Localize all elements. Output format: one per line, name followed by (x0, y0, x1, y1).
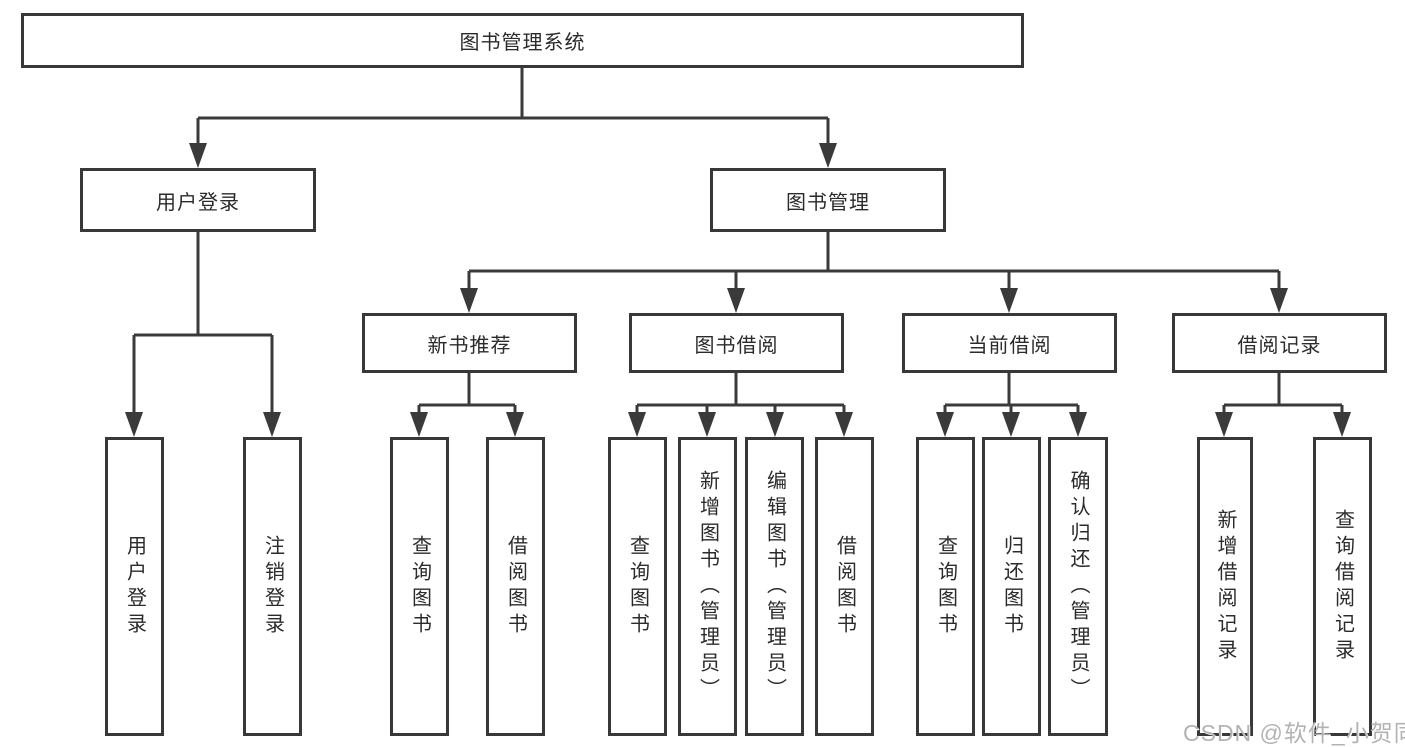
leaf-borrow-book-label: 借阅图书 (833, 534, 856, 639)
node-book-management: 图书管理 (710, 168, 946, 232)
node-root: 图书管理系统 (21, 13, 1024, 68)
node-root-label: 图书管理系统 (459, 32, 586, 54)
leaf-add-borrow-record-label: 新增借阅记录 (1214, 508, 1236, 665)
leaf-query-book-current-label: 查询图书 (934, 534, 957, 639)
leaf-borrow-book: 借阅图书 (815, 437, 874, 736)
node-new-book-recommend-label: 新书推荐 (427, 334, 512, 357)
node-borrow-records: 借阅记录 (1172, 313, 1387, 373)
node-current-borrow-label: 当前借阅 (967, 334, 1052, 357)
leaf-return-book: 归还图书 (982, 437, 1041, 736)
node-borrow-records-label: 借阅记录 (1237, 334, 1322, 357)
leaf-logout-label: 注销登录 (261, 534, 284, 639)
leaf-query-book-borrow: 查询图书 (608, 437, 667, 736)
leaf-add-book-admin-label: 新增图书（管理员） (696, 469, 719, 704)
leaf-query-borrow-record: 查询借阅记录 (1313, 437, 1372, 736)
csdn-watermark: CSDN @软件_小贺同学 (1183, 720, 1405, 746)
leaf-edit-book-admin: 编辑图书（管理员） (745, 437, 804, 736)
leaf-query-book-borrow-label: 查询图书 (626, 534, 649, 639)
leaf-add-book-admin: 新增图书（管理员） (678, 437, 737, 736)
leaf-user-login: 用户登录 (105, 437, 164, 736)
leaf-borrow-book-recommend-label: 借阅图书 (504, 534, 527, 639)
leaf-query-book-recommend-label: 查询图书 (408, 534, 431, 639)
leaf-query-book-current: 查询图书 (916, 437, 975, 736)
node-current-borrow: 当前借阅 (902, 313, 1117, 373)
leaf-logout: 注销登录 (243, 437, 302, 736)
arrowheads (125, 143, 1351, 437)
leaf-query-borrow-record-label: 查询借阅记录 (1331, 508, 1354, 665)
leaf-confirm-return-admin: 确认归还（管理员） (1048, 437, 1108, 736)
leaf-query-book-recommend: 查询图书 (390, 437, 449, 736)
node-user-login-label: 用户登录 (156, 191, 240, 214)
node-new-book-recommend: 新书推荐 (362, 313, 577, 373)
leaf-borrow-book-recommend: 借阅图书 (486, 437, 545, 736)
leaf-edit-book-admin-label: 编辑图书（管理员） (763, 469, 786, 704)
node-book-borrow: 图书借阅 (629, 313, 844, 373)
node-book-management-label: 图书管理 (786, 191, 870, 214)
node-user-login: 用户登录 (80, 168, 316, 232)
node-book-borrow-label: 图书借阅 (694, 334, 779, 357)
leaf-confirm-return-admin-label: 确认归还（管理员） (1067, 469, 1089, 704)
leaf-return-book-label: 归还图书 (1000, 534, 1023, 639)
leaf-add-borrow-record: 新增借阅记录 (1197, 437, 1253, 736)
leaf-user-login-label: 用户登录 (123, 534, 146, 639)
